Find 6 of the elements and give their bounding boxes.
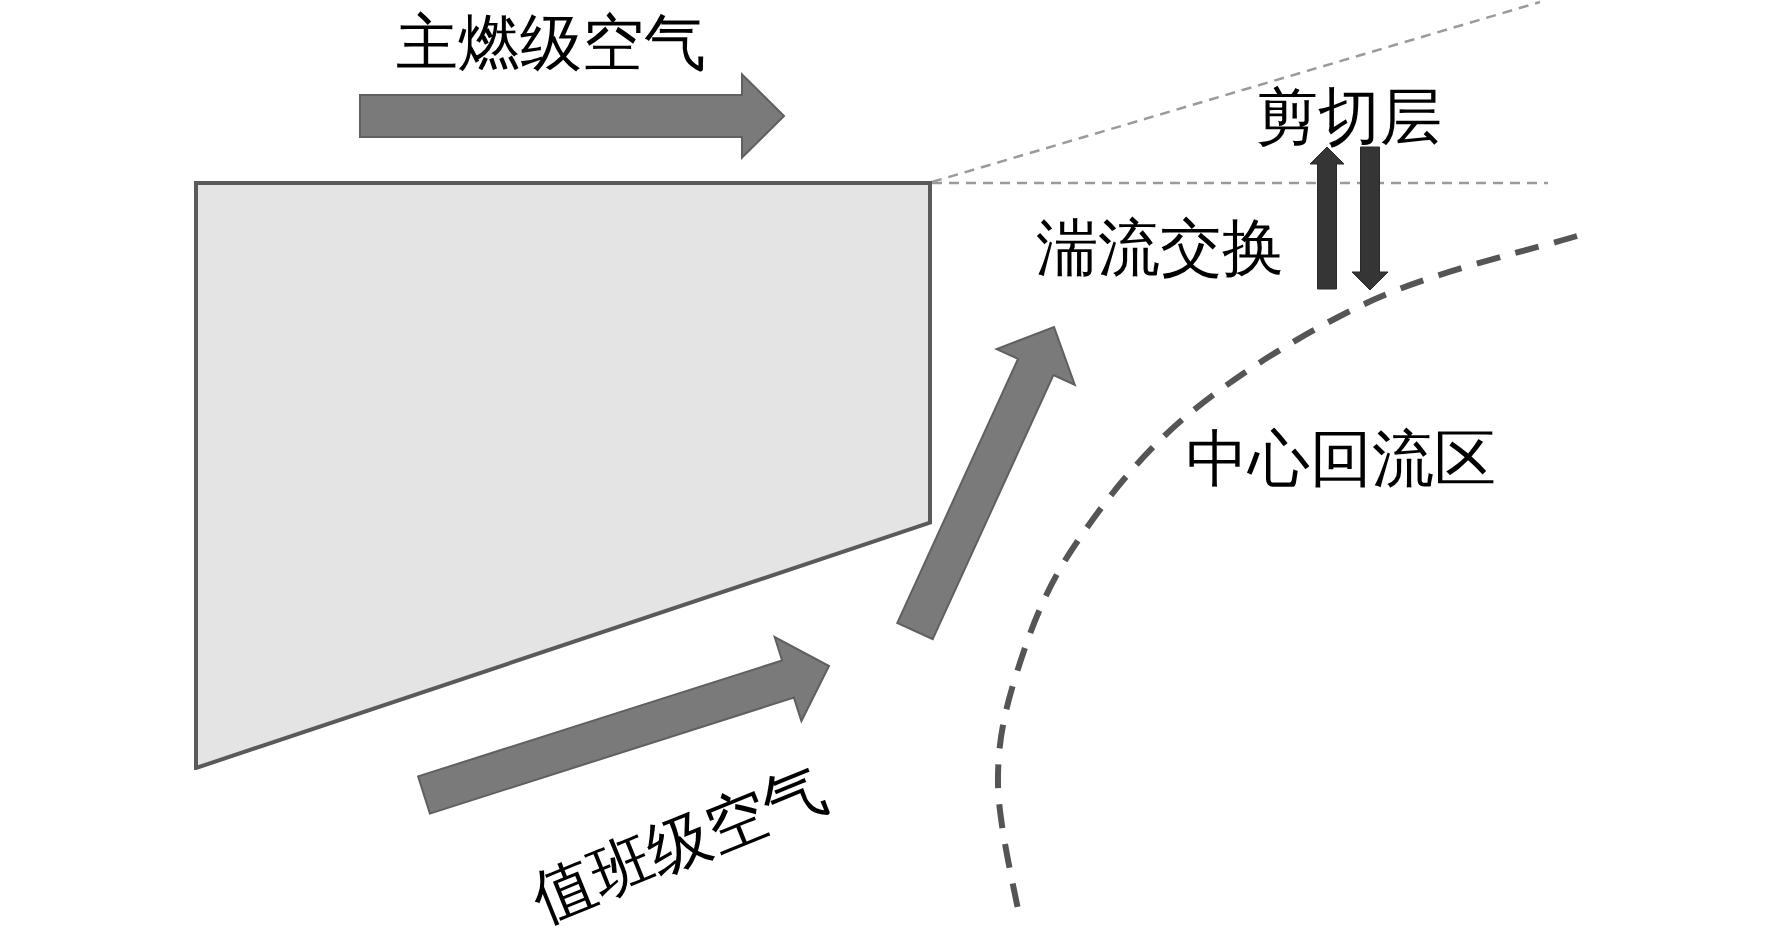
region-label: 剪切层	[1256, 86, 1442, 148]
region-label: 湍流交换	[1036, 217, 1284, 279]
region-label: 中心回流区	[1186, 428, 1496, 490]
flow-label: 主燃级空气	[396, 12, 706, 74]
burner-body	[194, 181, 932, 770]
flow-label: 值班级空气	[523, 757, 835, 930]
